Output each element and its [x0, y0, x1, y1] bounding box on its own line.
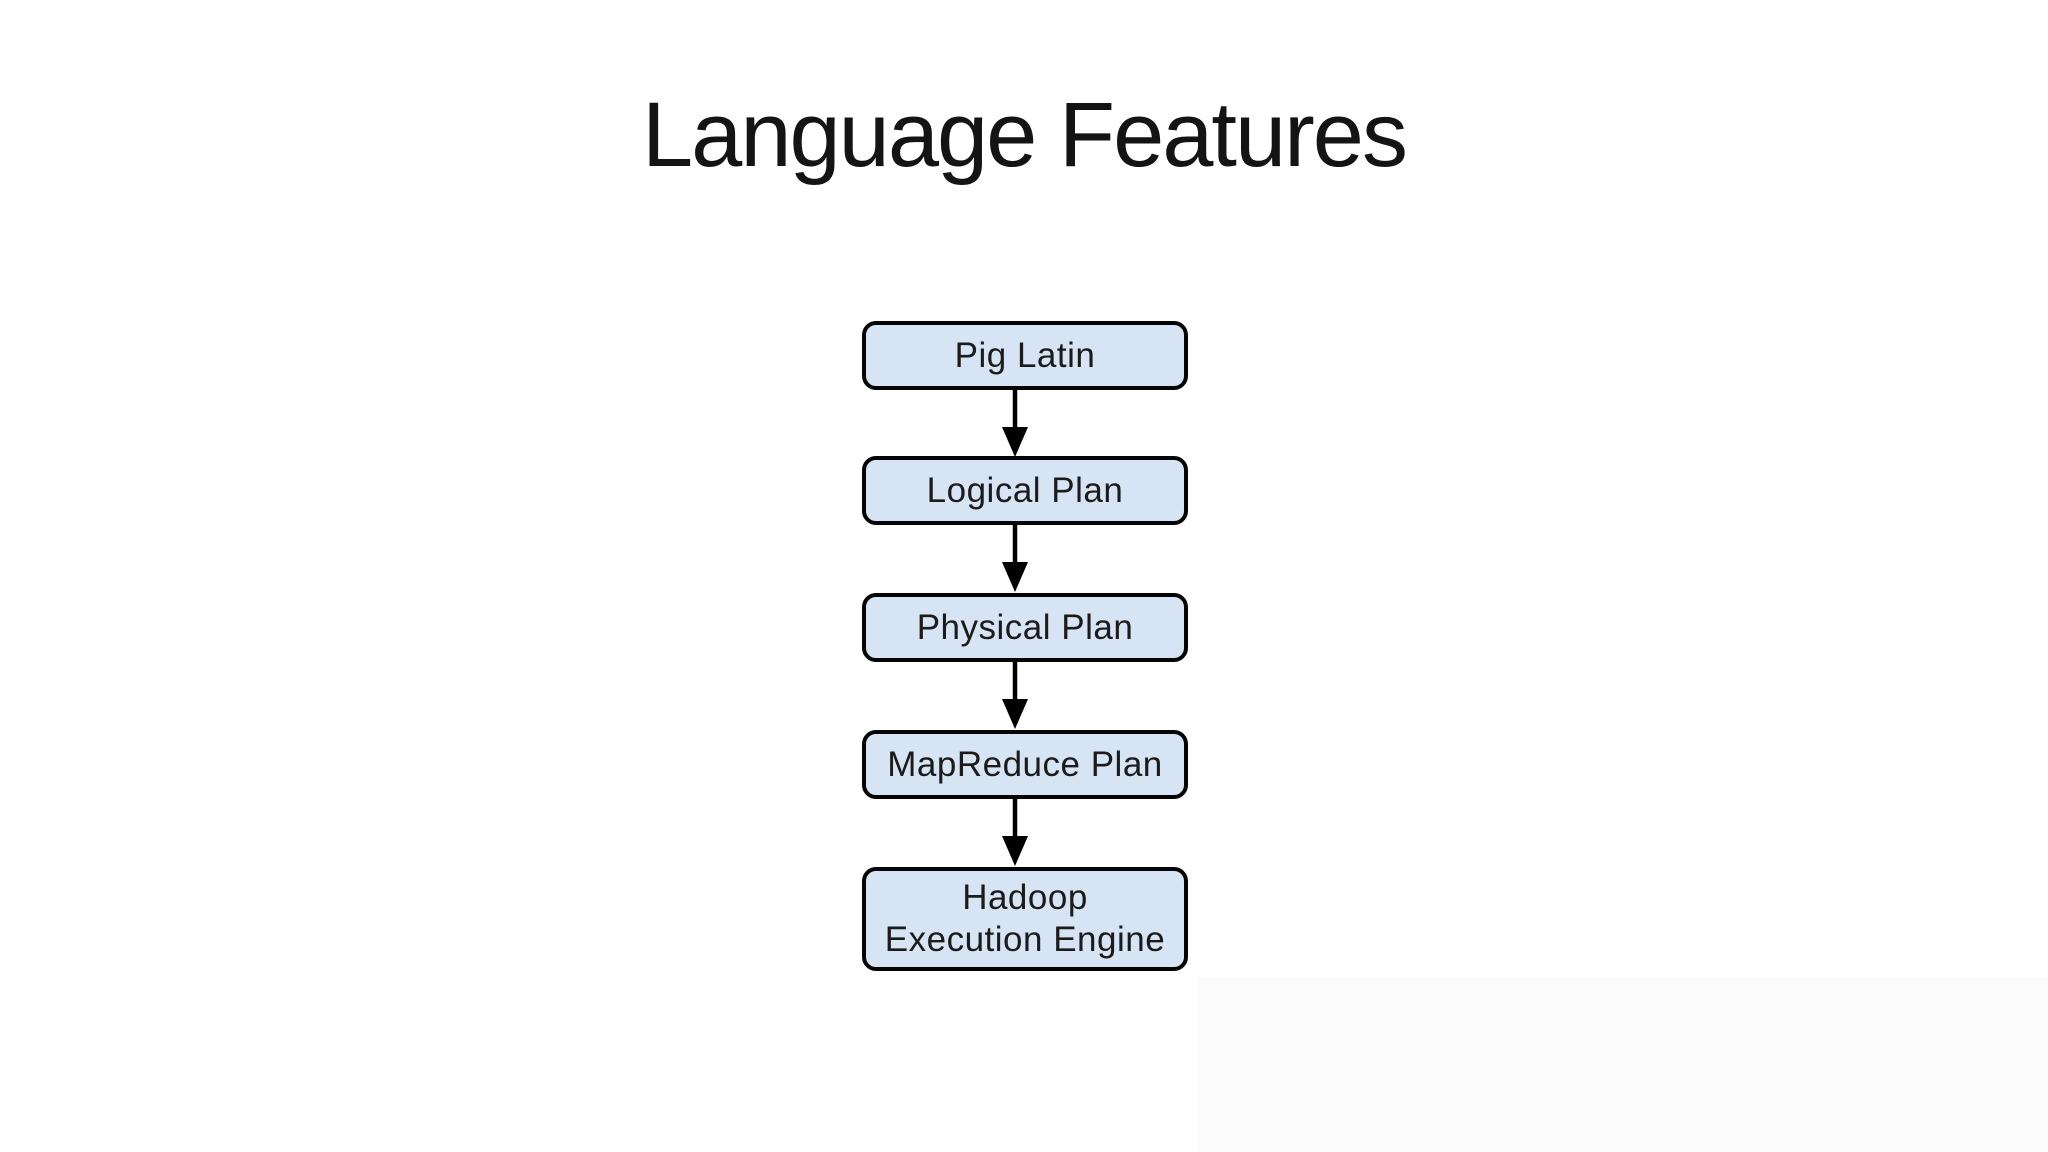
- node-label: Hadoop Execution Engine: [884, 878, 1166, 959]
- slide-title: Language Features: [642, 84, 1408, 186]
- down-arrow-icon: [1002, 661, 1028, 729]
- down-arrow-icon: [1002, 798, 1028, 866]
- down-arrow-icon: [1002, 524, 1028, 592]
- flow-node-hadoop-execution-engine: Hadoop Execution Engine: [862, 867, 1188, 971]
- node-label: MapReduce Plan: [887, 744, 1163, 784]
- down-arrow-icon: [1002, 389, 1028, 457]
- node-label: Physical Plan: [916, 607, 1134, 647]
- flow-node-pig-latin: Pig Latin: [862, 321, 1188, 390]
- flow-node-mapreduce-plan: MapReduce Plan: [862, 730, 1188, 799]
- node-label: Logical Plan: [926, 470, 1124, 510]
- background-seam: [1197, 977, 2048, 1152]
- node-label: Pig Latin: [954, 335, 1096, 375]
- flow-node-physical-plan: Physical Plan: [862, 593, 1188, 662]
- flow-node-logical-plan: Logical Plan: [862, 456, 1188, 525]
